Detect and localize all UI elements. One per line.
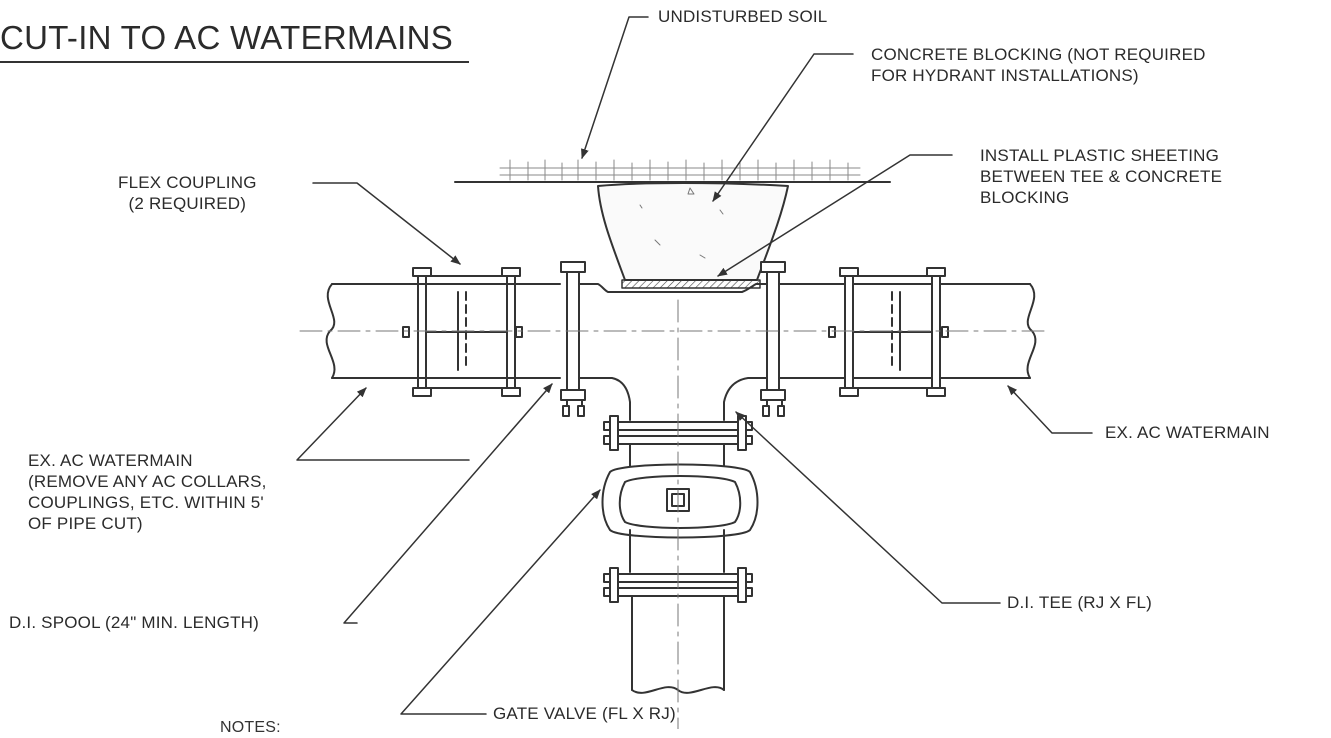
di-tee-body [578, 283, 768, 421]
label-di-tee: D.I. TEE (RJ X FL) [1007, 593, 1152, 612]
label-gate-valve: GATE VALVE (FL X RJ) [493, 704, 676, 723]
title-underline [0, 61, 469, 63]
label-plastic-sheeting: INSTALL PLASTIC SHEETING BETWEEN TEE & C… [980, 146, 1223, 207]
flex-coupling-right [778, 267, 949, 397]
label-ex-ac-watermain-left: EX. AC WATERMAIN (REMOVE ANY AC COLLARS,… [28, 451, 267, 533]
label-concrete-blocking: CONCRETE BLOCKING (NOT REQUIRED FOR HYDR… [871, 45, 1206, 85]
label-di-spool: D.I. SPOOL (24" MIN. LENGTH) [9, 613, 259, 632]
tee-flange-left [560, 261, 586, 417]
label-ex-ac-watermain-right: EX. AC WATERMAIN [1105, 423, 1270, 442]
centerlines [299, 299, 1051, 729]
tee-flange-right [760, 261, 786, 417]
drawing-title: CUT-IN TO AC WATERMAINS [0, 19, 454, 56]
plastic-sheeting [621, 279, 761, 289]
undisturbed-soil-line [454, 159, 891, 183]
leader-lines [296, 16, 1093, 715]
gate-valve [601, 443, 759, 573]
concrete-blocking [597, 182, 789, 281]
flex-coupling-left [402, 267, 561, 397]
notes-heading: NOTES: [220, 719, 281, 736]
label-flex-coupling: FLEX COUPLING (2 REQUIRED) [118, 173, 257, 213]
label-undisturbed-soil: UNDISTURBED SOIL [658, 7, 828, 26]
